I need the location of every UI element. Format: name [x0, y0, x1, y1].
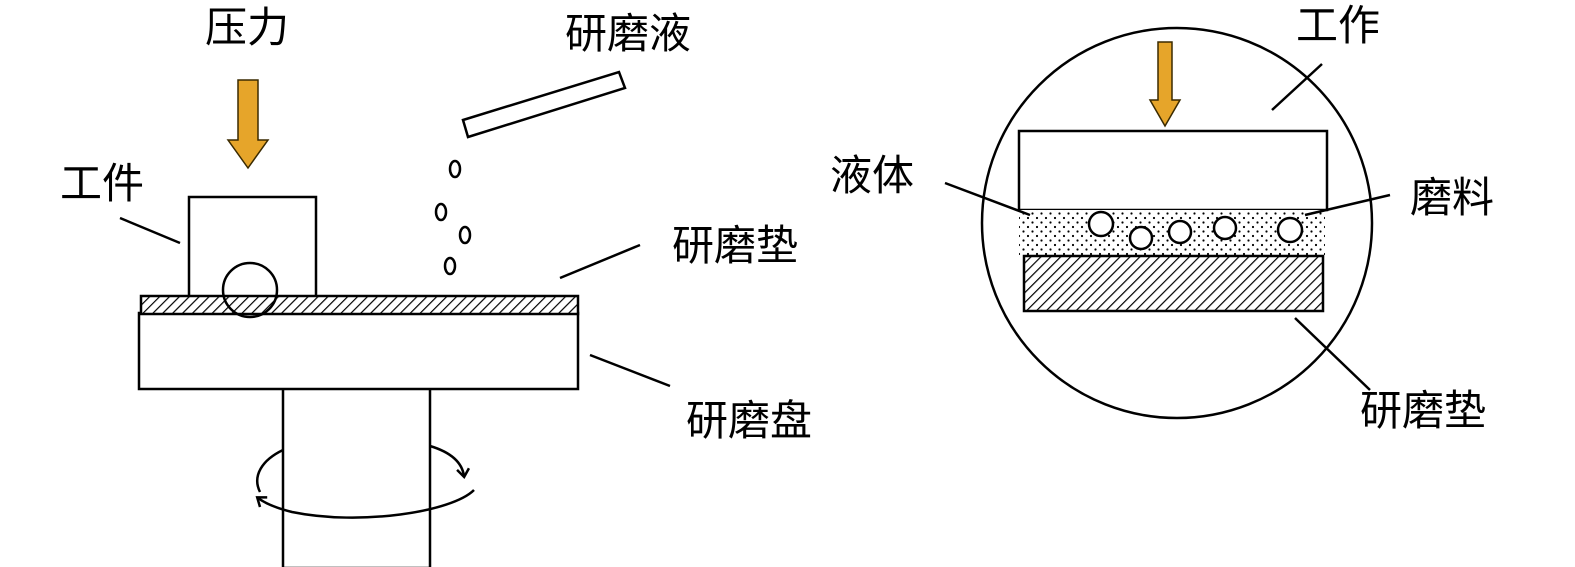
pressure-label: 压力 — [205, 3, 289, 52]
left-diagram: 压力 研磨液 工件 研磨垫 — [60, 3, 812, 567]
abrasive-particle — [1167, 219, 1193, 245]
detail-circle — [980, 26, 1374, 420]
platen-label: 研磨盘 — [686, 396, 812, 445]
detail-workpiece-label: 工作 — [1296, 1, 1380, 50]
slurry-label: 研磨液 — [565, 9, 691, 58]
abrasive-particle — [1276, 216, 1304, 244]
droplet — [434, 202, 448, 222]
platen-leader-line — [589, 353, 671, 388]
detail-circle-marker — [221, 261, 279, 319]
abrasive-particles — [1087, 210, 1304, 251]
liquid-label: 液体 — [830, 151, 914, 200]
detail-polishing-pad — [1022, 254, 1325, 313]
abrasive-particle — [1212, 215, 1238, 241]
pad-leader-line — [559, 243, 641, 280]
pressure-arrow-detail — [1148, 41, 1182, 128]
workpiece-leader-line — [119, 216, 181, 245]
abrasive-particle — [1087, 210, 1115, 238]
spindle-shaft — [281, 386, 432, 567]
droplet — [448, 159, 462, 179]
rotation-arrows — [255, 444, 475, 519]
slurry-tube — [461, 70, 627, 139]
detail-pad-leader-line — [1294, 317, 1371, 391]
droplet — [443, 256, 457, 276]
pad-label: 研磨垫 — [672, 221, 798, 270]
rotation-arc-bottom — [255, 489, 475, 519]
workpiece — [187, 195, 318, 299]
slurry-droplets — [434, 159, 472, 276]
abrasive-leader-line — [1304, 193, 1391, 217]
detail-pad-label: 研磨垫 — [1360, 386, 1486, 435]
abrasive-label: 磨料 — [1410, 173, 1494, 222]
abrasive-particle — [1128, 225, 1154, 251]
polishing-platen — [137, 311, 580, 391]
detail-workpiece-leader-line — [1271, 63, 1323, 111]
workpiece-label: 工件 — [60, 159, 144, 208]
pressure-arrow — [226, 79, 270, 170]
right-diagram: 工作 液体 磨料 研磨垫 — [830, 1, 1494, 435]
droplet — [458, 225, 472, 245]
detail-workpiece — [1017, 129, 1329, 212]
liquid-leader-line — [944, 181, 1031, 217]
rotation-arc-left — [256, 448, 284, 493]
polishing-pad — [139, 294, 580, 316]
rotation-arc-right — [429, 444, 471, 480]
